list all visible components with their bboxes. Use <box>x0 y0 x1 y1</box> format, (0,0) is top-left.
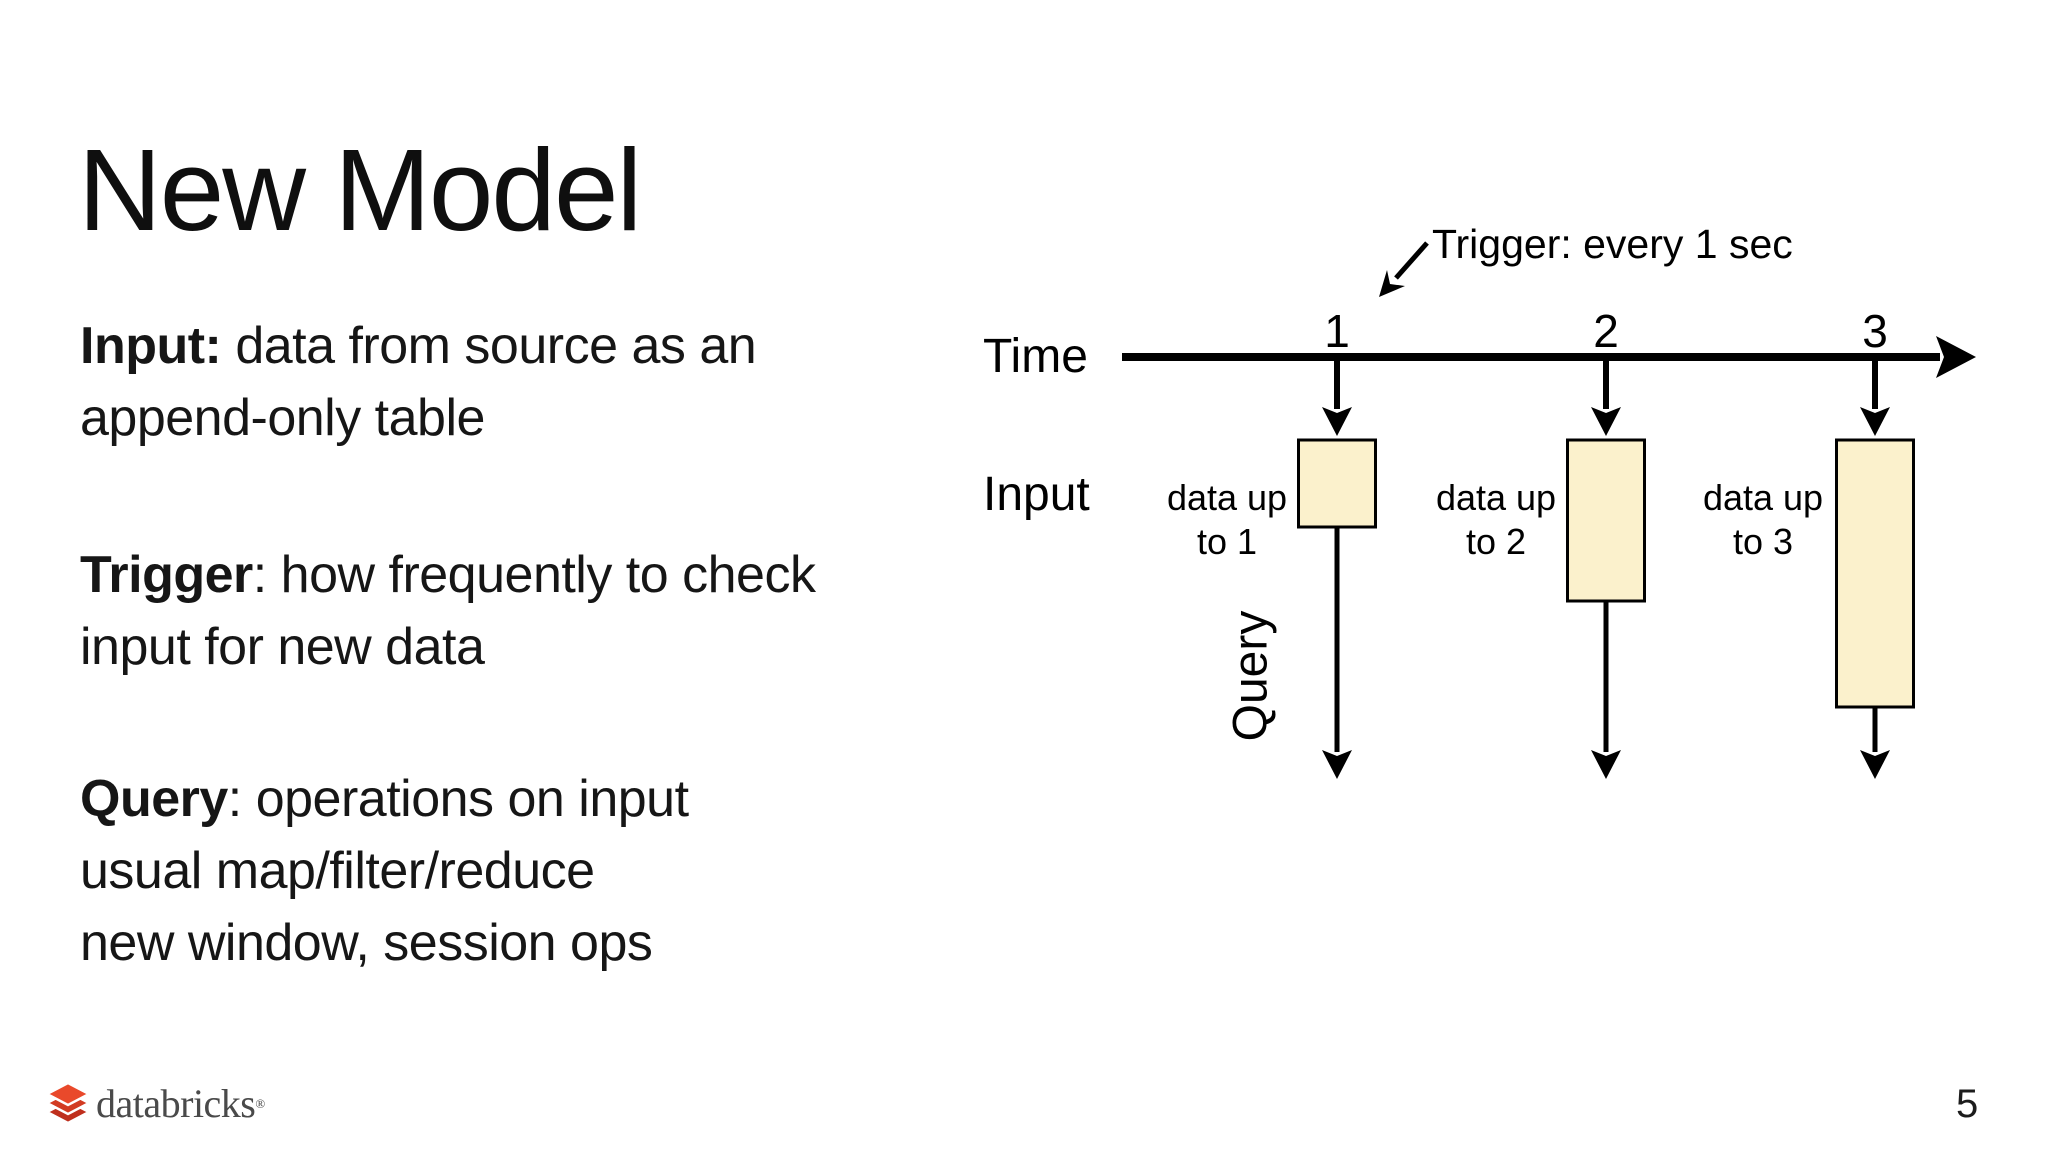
query-arrowhead-1-icon <box>1322 750 1352 779</box>
data-up-to-2-line2: to 2 <box>1465 521 1527 562</box>
data-up-to-1-line2: to 1 <box>1196 521 1258 562</box>
bullet-query-text: : operations on input usual map/filter/r… <box>80 770 689 972</box>
trigger-note: Trigger: every 1 sec <box>1432 221 1793 267</box>
trademark-mark: ® <box>255 1095 266 1111</box>
page-number: 5 <box>1956 1082 1979 1126</box>
tick-arrowhead-1-icon <box>1322 407 1352 436</box>
input-box-2 <box>1566 438 1646 603</box>
data-up-to-1-label: data up to 1 <box>1167 476 1287 564</box>
trigger-pointer-arrow <box>1394 241 1429 280</box>
bullet-trigger-lead: Trigger <box>80 546 253 604</box>
tick-arrowhead-2-icon <box>1591 407 1621 436</box>
bullet-input-text: data from source as an append-only table <box>80 317 757 447</box>
query-arrowhead-3-icon <box>1860 750 1890 779</box>
data-up-to-2-label: data up to 2 <box>1436 476 1556 564</box>
data-up-to-3-label: data up to 3 <box>1703 476 1823 564</box>
tick-label-3: 3 <box>1862 305 1888 357</box>
input-row-label: Input <box>983 468 1090 521</box>
tick-label-1: 1 <box>1324 305 1350 357</box>
databricks-bricks-icon <box>46 1081 90 1124</box>
query-arrowhead-2-icon <box>1591 750 1621 779</box>
data-up-to-3-line1: data up <box>1702 477 1824 518</box>
time-axis-label: Time <box>983 330 1088 383</box>
bullet-trigger: Trigger: how frequently to check input f… <box>80 539 980 683</box>
databricks-wordmark: databricks <box>96 1081 256 1126</box>
data-up-to-2-line1: data up <box>1435 477 1557 518</box>
bullet-input-lead: Input: <box>80 317 222 375</box>
databricks-logo: databricks® <box>46 1080 265 1127</box>
data-up-to-3-line2: to 3 <box>1732 521 1794 562</box>
page-title: New Model <box>78 124 642 255</box>
bullet-query: Query: operations on input usual map/fil… <box>80 763 980 979</box>
trigger-pointer-arrowhead-icon <box>1379 270 1405 297</box>
bullet-query-lead: Query <box>80 770 228 828</box>
time-axis-arrowhead-icon <box>1936 336 1976 378</box>
tick-arrowhead-3-icon <box>1860 407 1890 436</box>
tick-label-2: 2 <box>1593 305 1619 357</box>
bullet-input: Input: data from source as an append-onl… <box>80 310 980 454</box>
bullet-trigger-text: : how frequently to check input for new … <box>80 546 816 676</box>
data-up-to-1-line1: data up <box>1166 477 1288 518</box>
input-box-1 <box>1297 438 1377 529</box>
input-box-3 <box>1835 438 1915 709</box>
query-row-label: Query <box>1224 610 1278 742</box>
